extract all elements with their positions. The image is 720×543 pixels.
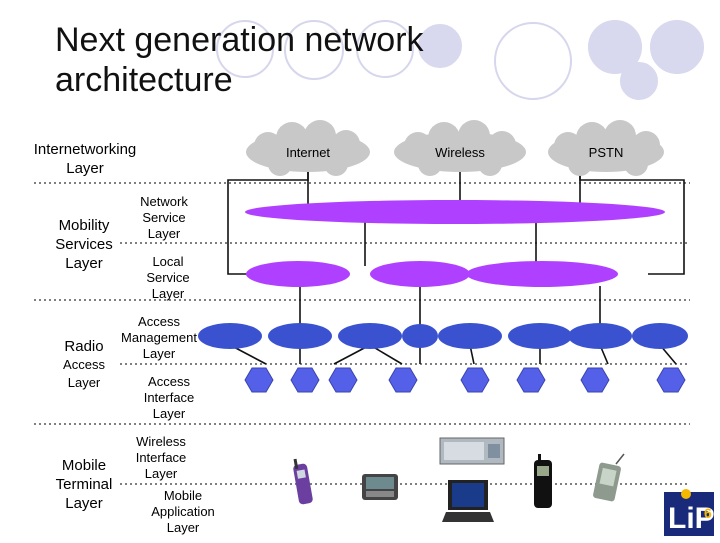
local-service-ellipse	[466, 261, 618, 287]
mobile-terminals	[293, 437, 625, 522]
internet-cloud-label: Internet	[285, 145, 331, 160]
label-line: Mobile	[163, 488, 203, 503]
label-line: Application	[151, 504, 215, 519]
label-line: Mobility	[58, 217, 110, 234]
label-line: Radio	[64, 338, 104, 355]
decorative-circle	[650, 20, 704, 74]
label-line: Layer	[147, 226, 181, 241]
pstn-link	[579, 170, 685, 275]
decorative-circle	[418, 24, 462, 68]
connection-lines	[227, 170, 685, 365]
access-interface-hexagon	[580, 367, 610, 393]
label-line: Local	[152, 254, 184, 269]
logo-number: 6	[704, 505, 712, 521]
access-management-ellipse	[438, 323, 502, 349]
label-line: Layer	[151, 286, 185, 301]
lip6-logo: LiP 6	[662, 488, 718, 538]
clouds	[246, 120, 664, 176]
access-management-ellipses	[198, 323, 688, 349]
access-interface-hexagon	[460, 367, 490, 393]
label-line: Access	[148, 374, 190, 389]
label-line: Network	[140, 194, 188, 209]
internet-cloud	[246, 120, 370, 176]
decorative-circle	[284, 20, 344, 80]
label-line: Layer	[144, 466, 178, 481]
mobile-application-layer-label: Mobile Application Layer	[136, 488, 230, 536]
label-line: Service	[142, 210, 186, 225]
label-line: Layer	[166, 520, 200, 535]
label-line: Interface	[143, 390, 195, 405]
logo-graphic: LiP 6	[664, 489, 715, 536]
decorative-circle	[356, 20, 414, 78]
access-management-ellipse	[338, 323, 402, 349]
label-line: Service	[146, 270, 190, 285]
label-line: Access	[63, 357, 105, 372]
internetworking-layer-label: Internetworking Layer	[20, 140, 150, 178]
local-service-ellipse	[370, 261, 470, 287]
local-service-ellipse	[246, 261, 350, 287]
access-management-layer-label: Access Management Layer	[110, 314, 208, 362]
network-service-layer-label: Network Service Layer	[122, 194, 206, 242]
wireless-cloud	[394, 120, 526, 176]
label-line: Internetworking	[33, 141, 137, 158]
decorative-circle	[494, 22, 572, 100]
flip-phone-icon	[293, 458, 313, 505]
label-line: Management	[121, 330, 197, 345]
decorative-circle	[620, 62, 658, 100]
decorative-circle	[216, 20, 274, 78]
access-interface-hexagon	[388, 367, 418, 393]
access-interface-hexagon	[656, 367, 686, 393]
access-management-ellipse	[632, 323, 688, 349]
local-service-layer-label: Local Service Layer	[126, 254, 210, 302]
radio-access-layer-label: Radio Access Layer	[52, 338, 116, 392]
access-interface-hexagon	[290, 367, 320, 393]
title-line-1: Next generation network	[55, 21, 424, 59]
access-management-ellipse	[508, 323, 572, 349]
access-management-ellipse	[268, 323, 332, 349]
pstn-cloud	[548, 120, 664, 176]
label-line: Layer	[65, 495, 103, 512]
access-interface-hexagon	[516, 367, 546, 393]
label-line: Layer	[65, 255, 103, 272]
label-line: Wireless	[136, 434, 186, 449]
laptop-icon	[442, 480, 494, 522]
access-interface-hexagon	[244, 367, 274, 393]
logo-letters: LiP	[668, 502, 715, 535]
label-line: Layer	[66, 160, 104, 177]
label-line: Services	[55, 236, 113, 253]
wireless-interface-layer-label: Wireless Interface Layer	[118, 434, 204, 482]
access-management-ellipse	[198, 323, 262, 349]
mobility-services-layer-label: Mobility Services Layer	[44, 216, 124, 273]
slide-title: Next generation network architecture	[55, 20, 424, 100]
network-service-ellipse	[245, 200, 665, 224]
access-management-ellipse	[568, 323, 632, 349]
access-interface-hexagons	[244, 367, 686, 393]
wireless-cloud-label: Wireless	[435, 145, 485, 160]
cell-phone-icon	[534, 454, 552, 508]
label-line: Terminal	[55, 476, 113, 493]
label-line: Access	[138, 314, 180, 329]
access-management-ellipse	[402, 324, 438, 348]
local-service-ellipses	[246, 261, 618, 287]
access-interface-layer-label: Access Interface Layer	[126, 374, 212, 422]
label-line: Layer	[142, 346, 176, 361]
label-line: Layer	[67, 375, 101, 390]
communicator-icon	[362, 474, 398, 500]
mobile-terminal-layer-label: Mobile Terminal Layer	[44, 456, 124, 513]
pc-card-icon	[439, 437, 505, 465]
internet-link	[227, 170, 309, 275]
pda-icon	[593, 453, 625, 502]
label-line: Interface	[135, 450, 187, 465]
pstn-cloud-label: PSTN	[588, 145, 624, 160]
label-line: Mobile	[61, 457, 107, 474]
access-interface-hexagon	[328, 367, 358, 393]
title-line-2: architecture	[55, 61, 233, 99]
label-line: Layer	[152, 406, 186, 421]
